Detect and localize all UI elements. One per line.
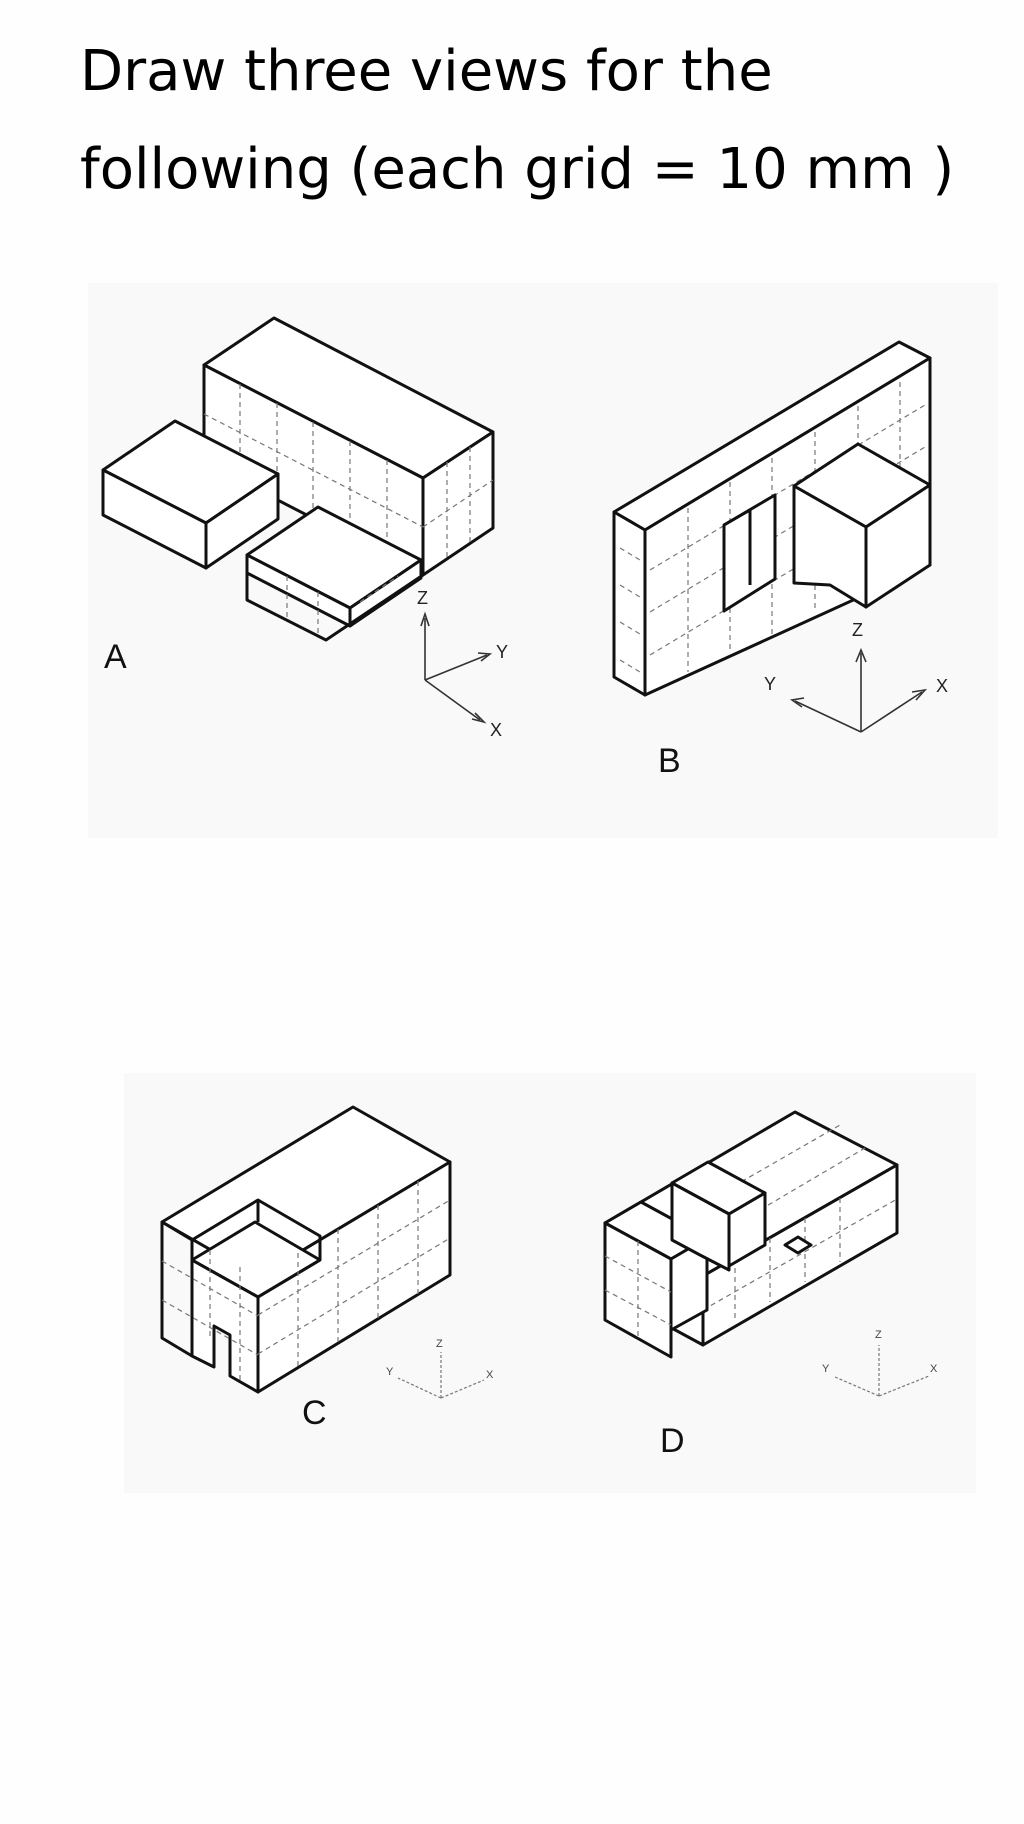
instruction-title-line-2: following (each grid = 10 mm ) — [80, 137, 955, 202]
figure-d-hole — [783, 1235, 813, 1255]
figure-c-label: C — [302, 1394, 327, 1432]
figure-d-axis-x-label: X — [930, 1363, 938, 1375]
figure-b-axis-x-label: X — [936, 676, 948, 696]
figure-a-right-prong-grid — [286, 575, 399, 636]
figure-b-axis-triad — [789, 647, 928, 733]
figure-d-axis-z-label: Z — [875, 1329, 882, 1341]
figure-c-pocket-walls — [190, 1198, 322, 1299]
figure-a-axis-z-label: Z — [417, 588, 428, 608]
figure-d-post-front — [670, 1181, 731, 1272]
figure-c-axis-x-label: X — [486, 1369, 494, 1381]
figure-b-axis-y-label: Y — [764, 674, 776, 694]
figure-c-axis-z-label: Z — [436, 1338, 443, 1350]
figure-a-left-prong-side — [204, 472, 280, 570]
figure-b-frame-end — [612, 510, 647, 697]
figure-a-axes — [424, 618, 488, 721]
figure-b-axis-z-label: Z — [852, 620, 863, 640]
figure-c-grid — [161, 1181, 451, 1380]
figure-b-axis-arrows — [789, 647, 928, 708]
figure-a-axis-triad — [420, 611, 493, 724]
figure-d-tall-grid — [604, 1241, 672, 1338]
figure-d-axis-triad — [834, 1345, 930, 1397]
figure-b-window-depth — [723, 508, 752, 585]
figure-b-axes — [794, 653, 923, 733]
figure-d-label: D — [660, 1422, 685, 1460]
figure-a-axis-y-label: Y — [496, 642, 508, 662]
figure-a-axis-x-label: X — [490, 720, 502, 740]
figure-c-axis-y-label: Y — [386, 1366, 394, 1378]
figure-c: Z Y X C — [160, 1105, 494, 1432]
figure-a: Z Y X A — [101, 316, 508, 740]
figure-d-post-side — [727, 1191, 767, 1268]
figure-a-label: A — [104, 638, 127, 676]
instruction-title-line-1: Draw three views for the — [80, 39, 773, 104]
figure-d-axes — [834, 1345, 930, 1397]
figure-a-axis-arrows — [420, 611, 493, 724]
figure-c-axes — [397, 1352, 485, 1399]
figure-b: Z Y X B — [612, 340, 948, 780]
figure-b-cube-front — [792, 484, 868, 609]
figure-a-back-grid — [203, 384, 494, 559]
figure-b-label: B — [658, 742, 681, 780]
figure-d: Z Y X D — [603, 1110, 938, 1460]
figure-a-right-prong-edges — [245, 555, 424, 642]
figure-c-axis-triad — [397, 1352, 485, 1399]
figure-c-front-edge — [160, 1222, 193, 1358]
figure-d-axis-y-label: Y — [822, 1363, 830, 1375]
